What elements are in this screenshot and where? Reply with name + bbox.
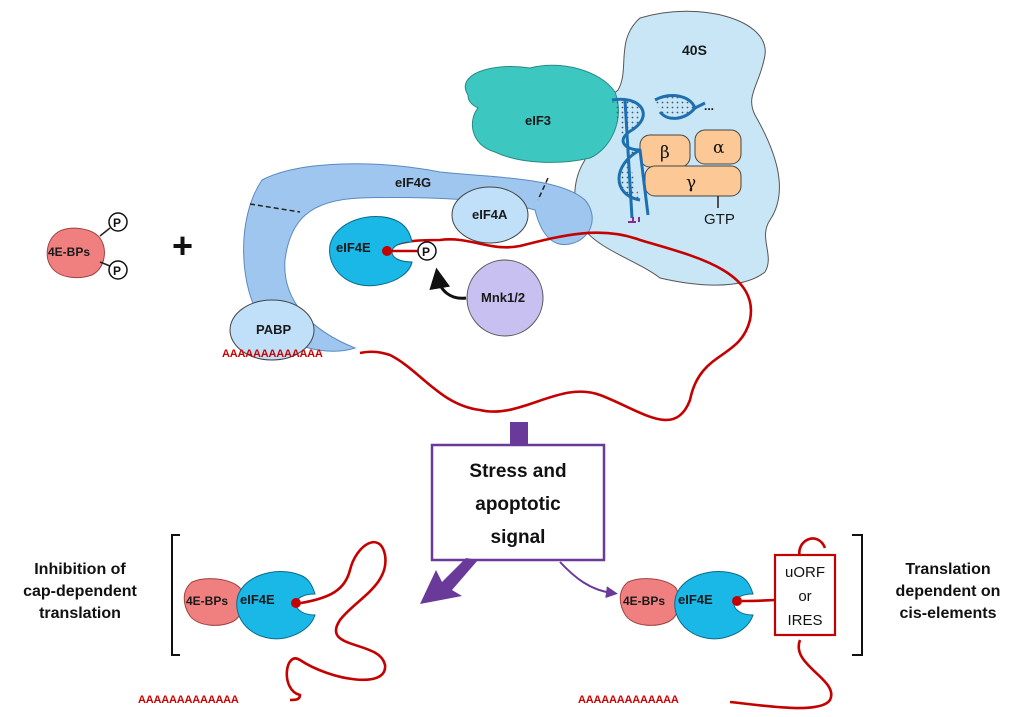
eif4a-shape: [451, 186, 529, 244]
left-caption-line-3: translation: [39, 605, 121, 622]
cis-element-line-2: or: [798, 588, 811, 605]
right-caption-line-2: dependent on: [896, 583, 1001, 600]
eif4e-right-shape: [674, 571, 754, 640]
alternative-translation-arrow: [559, 561, 618, 599]
eif2-alpha-subunit: [694, 129, 742, 165]
eif4e-phospho-icon: [417, 241, 437, 261]
free-4ebp-label: 4E-BPs: [48, 245, 90, 259]
cis-element-box: [773, 553, 837, 637]
signal-line-3: signal: [491, 527, 546, 548]
eif3-label: eIF3: [525, 113, 551, 128]
left-bracket: [171, 534, 180, 656]
eif4e-left-shape: [236, 571, 316, 640]
bound-4ebp-left-label: 4E-BPs: [186, 594, 228, 608]
bp-phospho-icon-1: [108, 212, 128, 232]
right-caption-line-3: cis-elements: [900, 605, 997, 622]
polya-tail-right: AAAAAAAAAAAAA: [578, 694, 679, 706]
inhibition-arrow: [420, 558, 478, 604]
bp-phospho-icon-2: [108, 260, 128, 280]
mnk-shape: [466, 259, 544, 337]
eif4g-label: eIF4G: [395, 175, 431, 190]
mrna-strand-top: [359, 231, 753, 422]
svg-text:...: ...: [704, 99, 714, 113]
bp-phospho-link-1: [99, 227, 111, 237]
eif4e-shape: [329, 216, 413, 287]
mrna-cap: [382, 246, 392, 256]
signal-line-1: Stress and: [469, 461, 566, 482]
left-caption-line-1: Inhibition of: [34, 561, 126, 578]
mrna-cap-right: [732, 596, 742, 606]
signal-box: [430, 443, 606, 562]
gtp-label: GTP: [704, 211, 735, 228]
signal-line-2: apoptotic: [475, 494, 561, 515]
eif4e-phospho-label: P: [422, 245, 430, 259]
gamma-label: γ: [686, 173, 696, 193]
eif4e-left-label: eIF4E: [240, 592, 275, 607]
alpha-label: α: [713, 138, 725, 158]
bp-phospho-link-2: [99, 261, 111, 267]
right-caption-line-1: Translation: [905, 561, 990, 578]
pabp-label: PABP: [256, 322, 291, 337]
right-bracket: [852, 534, 863, 656]
mrna-strand-left: [285, 540, 387, 702]
mrna-cap-left: [291, 598, 301, 608]
eif4g-domain-divider-right: [537, 177, 549, 201]
ribosome-label: 40S: [682, 42, 707, 58]
bound-4ebp-right-shape: [619, 578, 680, 626]
eif4g-domain-divider-left: [249, 203, 301, 213]
cis-element-line-1: uORF: [785, 564, 825, 581]
signal-stem: [510, 422, 528, 444]
left-caption-line-2: cap-dependent: [23, 583, 137, 600]
initiator-trna: ...: [611, 94, 714, 223]
plus-sign: +: [172, 225, 193, 266]
eif4a-label: eIF4A: [472, 207, 508, 222]
polya-tail-top: AAAAAAAAAAAAA: [222, 348, 323, 360]
mnk-label: Mnk1/2: [481, 290, 525, 305]
bp-phospho-label-1: P: [113, 216, 121, 230]
beta-label: β: [660, 143, 670, 163]
eif3-shape: [464, 64, 619, 163]
eif4e-right-label: eIF4E: [678, 592, 713, 607]
eif4e-label: eIF4E: [336, 240, 371, 255]
cis-element-line-3: IRES: [787, 612, 822, 629]
pabp-shape: [229, 299, 315, 361]
polya-tail-left: AAAAAAAAAAAAA: [138, 694, 239, 706]
bound-4ebp-left-shape: [183, 578, 244, 626]
free-4ebp-shape: [46, 227, 105, 279]
bound-4ebp-right-label: 4E-BPs: [623, 594, 665, 608]
bp-phospho-label-2: P: [113, 264, 121, 278]
mnk-phosphorylation-arrow: [429, 267, 467, 300]
